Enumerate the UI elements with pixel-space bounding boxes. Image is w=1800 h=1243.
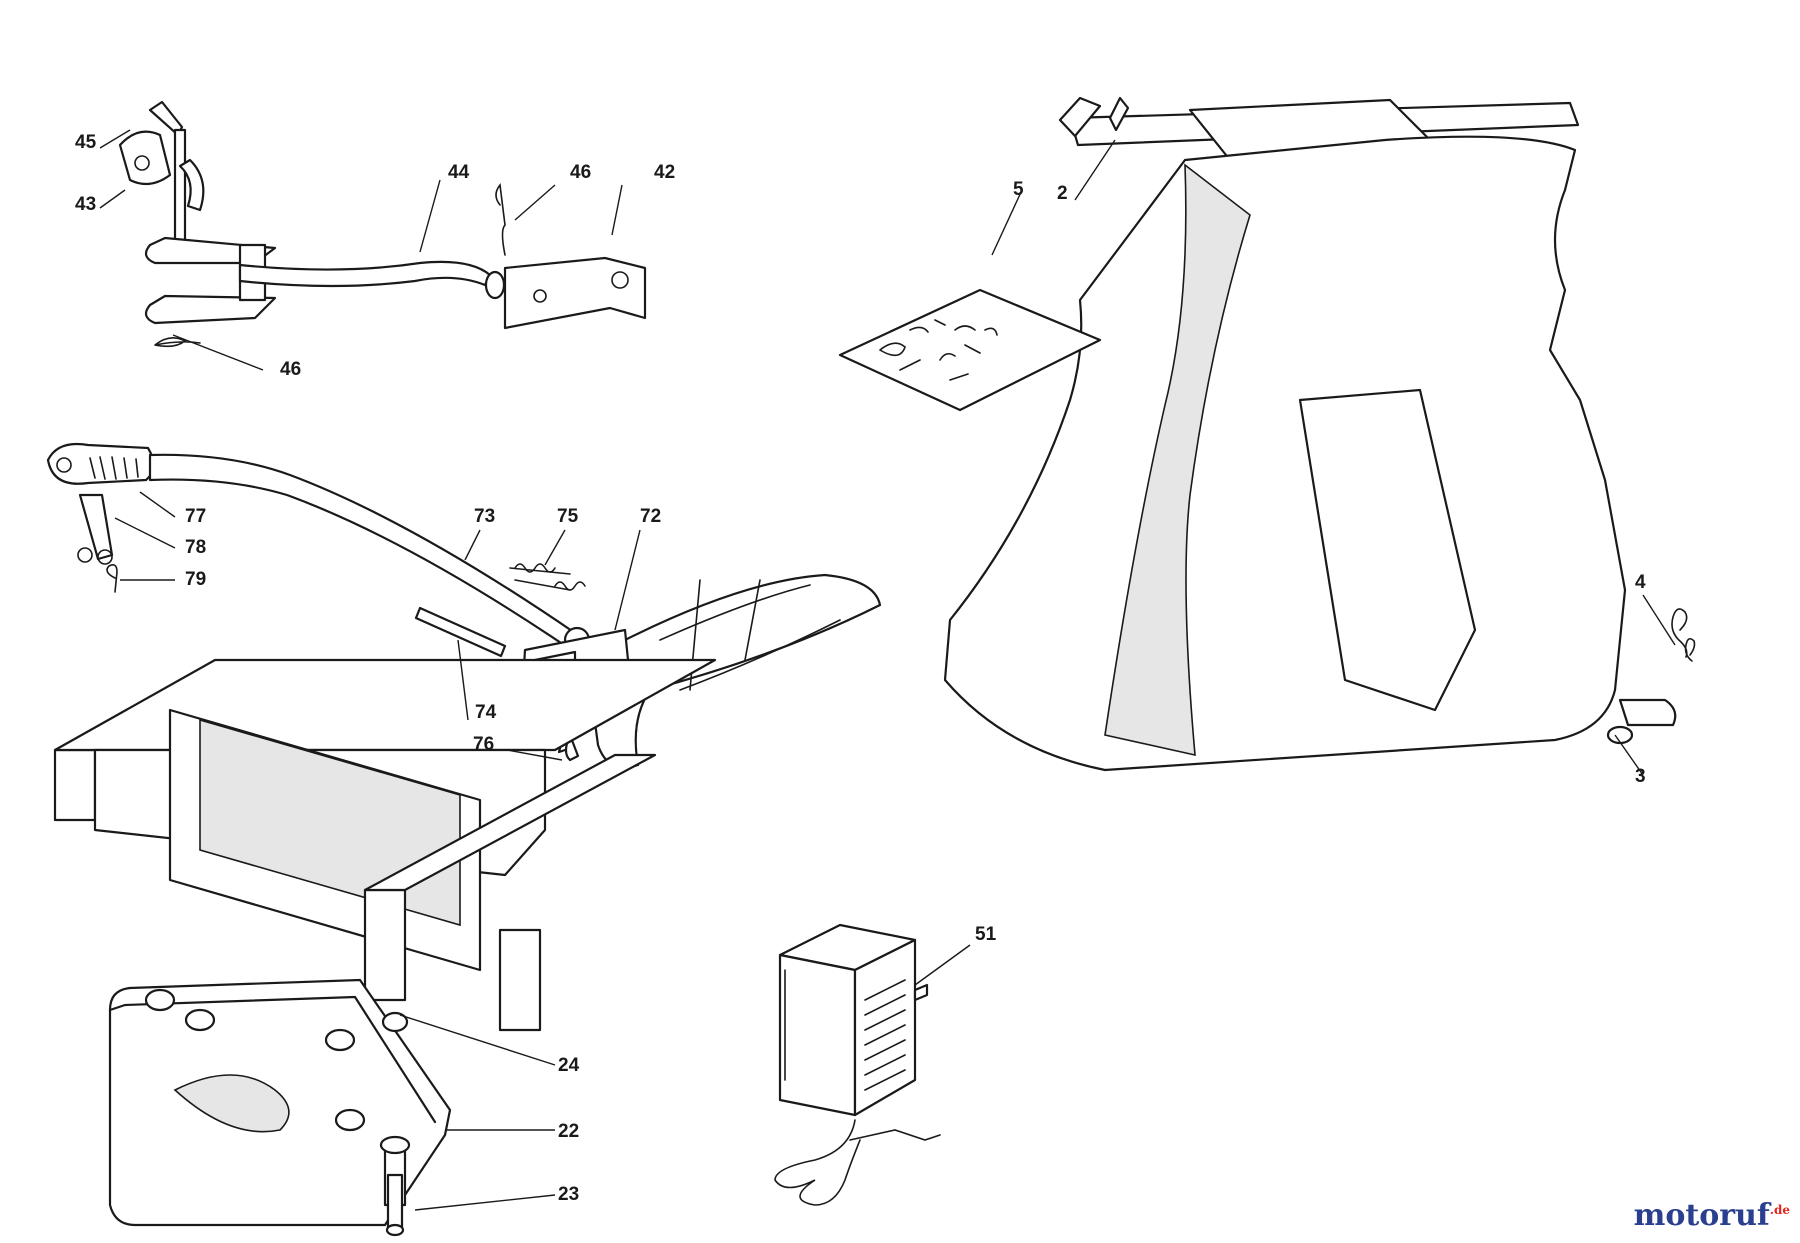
- callout-79: 79: [185, 569, 206, 590]
- brand-suffix: .de: [1769, 1203, 1790, 1217]
- callout-73: 73: [474, 506, 495, 527]
- brand-watermark: motoruf.de: [1634, 1198, 1790, 1233]
- callout-51: 51: [975, 924, 997, 945]
- callout-76: 76: [473, 734, 494, 755]
- callout-22: 22: [558, 1121, 579, 1142]
- callout-43: 43: [75, 194, 96, 215]
- callout-72: 72: [640, 506, 661, 527]
- callout-78: 78: [185, 537, 206, 558]
- callout-75: 75: [557, 506, 579, 527]
- callout-77: 77: [185, 506, 206, 527]
- frame-assembly: [53, 658, 717, 1237]
- callout-46-bottom: 46: [280, 359, 301, 380]
- callout-42: 42: [654, 162, 675, 183]
- callout-2: 2: [1057, 183, 1068, 204]
- brand-name: motoruf: [1633, 1198, 1770, 1233]
- callout-45: 45: [75, 132, 97, 153]
- callout-44: 44: [448, 162, 470, 183]
- callout-3: 3: [1635, 766, 1646, 787]
- battery-charger: [774, 923, 941, 1206]
- callout-labels: 45 43 44 46 42 46 77 78 79 73 75 72 74 7…: [75, 132, 1646, 1205]
- callout-24: 24: [558, 1055, 580, 1076]
- callout-74: 74: [475, 702, 497, 723]
- hitch-rod-assembly: [118, 100, 647, 348]
- leader-lines: [99, 129, 1676, 1211]
- callout-4: 4: [1635, 572, 1646, 593]
- callout-23: 23: [558, 1184, 579, 1205]
- hardware-bag: [838, 288, 1102, 412]
- callout-5: 5: [1013, 179, 1024, 200]
- callout-46-top: 46: [570, 162, 591, 183]
- grass-bag-assembly: [943, 96, 1696, 772]
